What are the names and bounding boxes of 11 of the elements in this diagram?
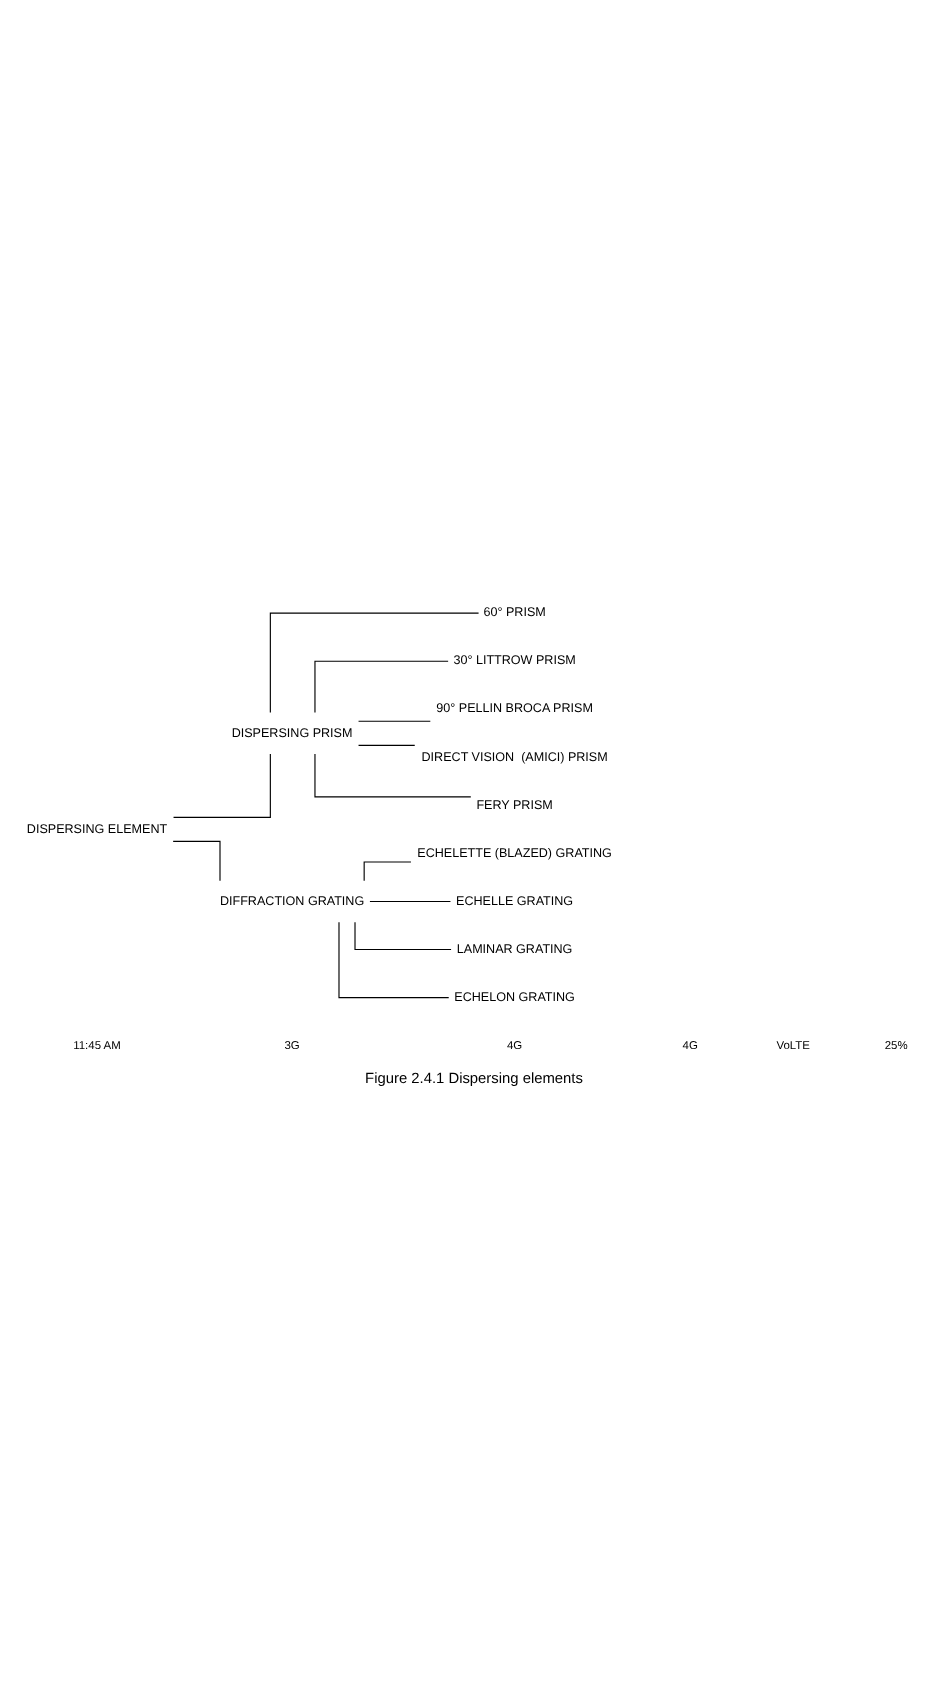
- connector: [269, 612, 480, 713]
- connector: [354, 921, 452, 951]
- connector: [369, 900, 451, 903]
- connector: [338, 921, 450, 999]
- connector: [314, 753, 472, 798]
- connector: [357, 720, 431, 722]
- connector: [357, 744, 416, 746]
- connector: [172, 840, 221, 882]
- connector: [172, 753, 271, 818]
- connector: [363, 861, 412, 882]
- connector: [314, 660, 449, 714]
